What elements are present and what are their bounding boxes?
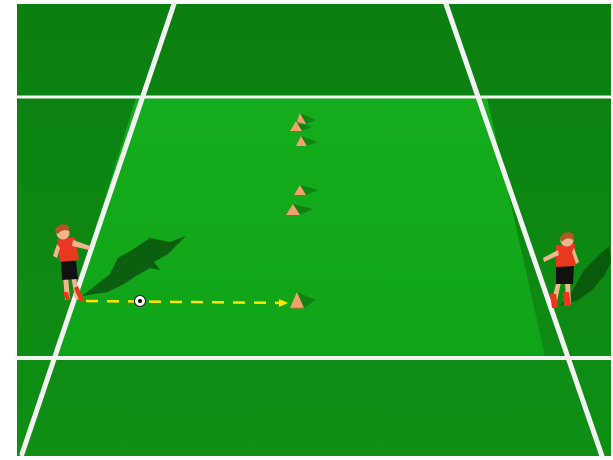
soccer-ball bbox=[135, 296, 146, 307]
